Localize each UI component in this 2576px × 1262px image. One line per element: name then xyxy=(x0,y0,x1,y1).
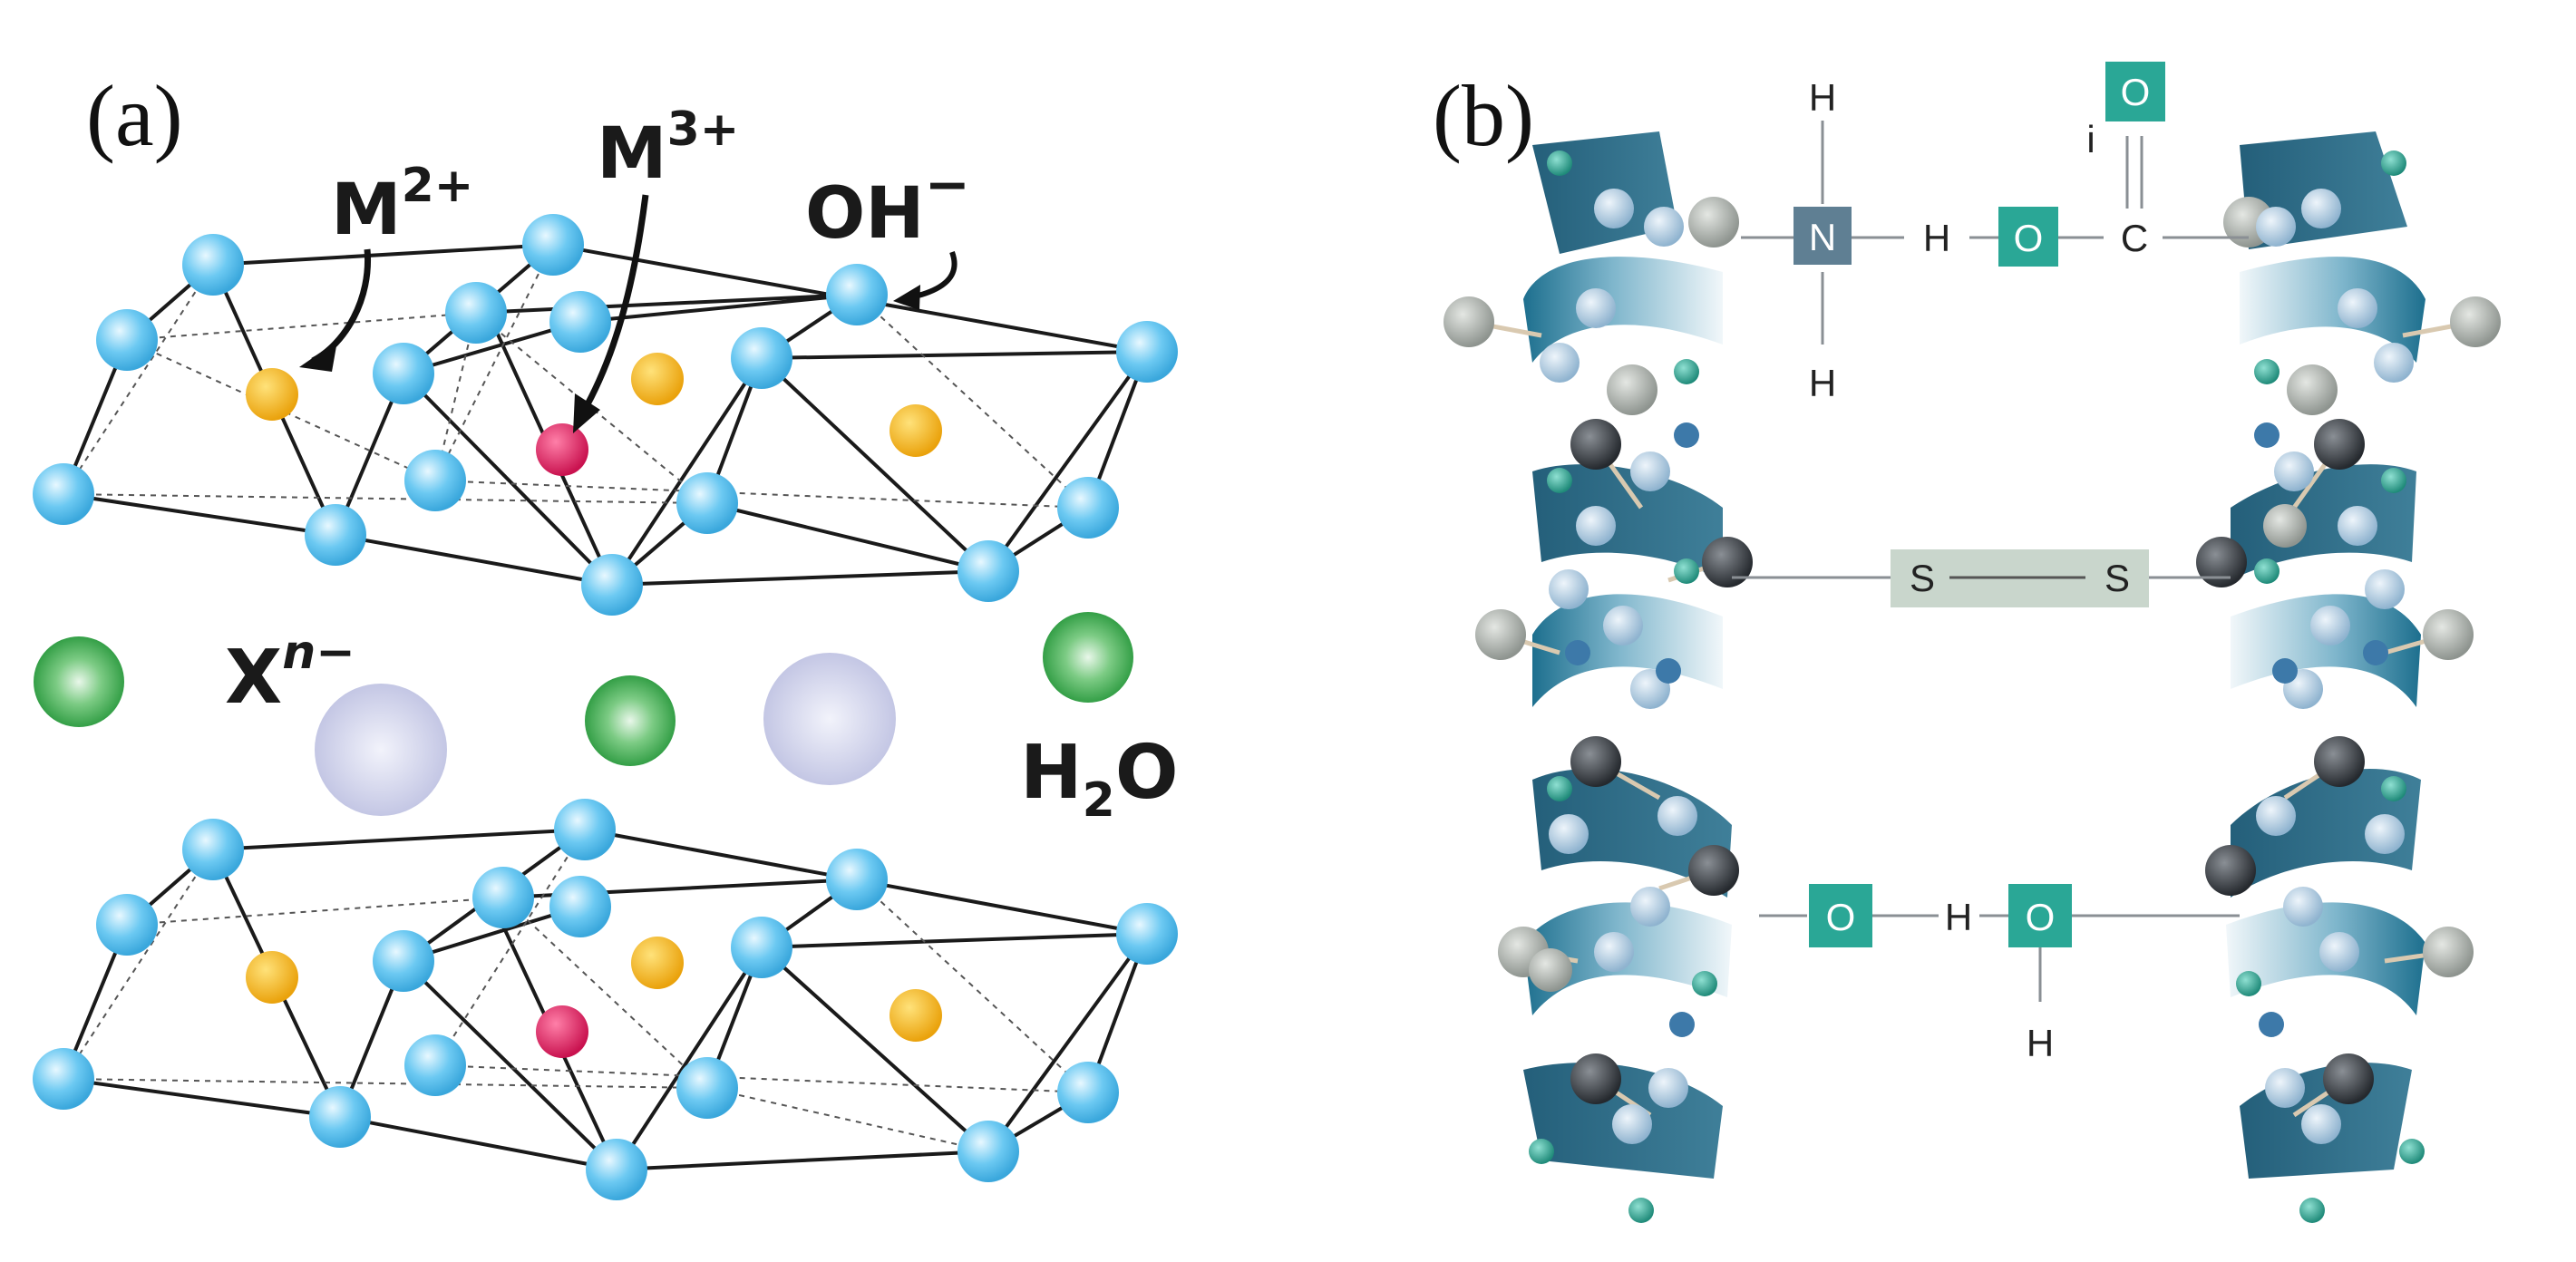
helix-right-ribbon-1 xyxy=(2240,257,2425,363)
label-interlayer-anion: Xn− xyxy=(225,626,355,721)
oxygen-label-top-1: O xyxy=(2014,217,2044,259)
x-superscript-italic-text: n xyxy=(282,626,316,680)
panel-b-letter: (b) xyxy=(1433,67,1534,164)
helix-left-ribbon-1 xyxy=(1523,257,1723,363)
m3-base-text: M xyxy=(597,113,667,195)
helix-right xyxy=(2196,131,2501,1223)
bottom-h-label: H xyxy=(2027,1022,2054,1064)
annotation-i-label: i xyxy=(2086,118,2095,160)
label-water: H2O xyxy=(1020,730,1179,828)
water-sphere xyxy=(585,675,676,766)
oxygen-box-bottom-2 xyxy=(2008,884,2072,947)
hydroxide-layer-top xyxy=(33,214,1178,616)
svg-text:OH−: OH− xyxy=(805,153,970,255)
hydroxide-spheres-top xyxy=(33,214,1178,616)
panel-a-letter: (a) xyxy=(86,67,183,164)
x-base-text: X xyxy=(225,635,282,721)
top-h-label-2: H xyxy=(1809,362,1836,404)
octahedra-hidden-edges-bottom xyxy=(63,829,1089,1152)
helix-right-atoms xyxy=(2283,319,2476,1118)
bottom-h-label-mid: H xyxy=(1945,896,1972,938)
disulfide-bridge: S S xyxy=(1732,549,2231,607)
m2-base-text: M xyxy=(331,170,402,251)
helix-left xyxy=(1444,131,1753,1223)
anion-sphere xyxy=(315,684,447,816)
interlayer xyxy=(34,612,1133,816)
svg-text:H2O: H2O xyxy=(1020,730,1179,828)
divalent-cations-top xyxy=(246,353,942,457)
water-sphere xyxy=(34,636,124,727)
arrow-to-trivalent xyxy=(579,194,649,414)
svg-text:M2+: M2+ xyxy=(331,159,473,251)
arrowhead-trivalent xyxy=(573,393,600,433)
top-h-label-mid: H xyxy=(1923,217,1950,259)
top-bond-motif: H N H O C O i H xyxy=(1741,62,2249,404)
helix-right-spheres xyxy=(2196,150,2501,1223)
helix-right-back-ribbon-2 xyxy=(2231,464,2416,580)
arrow-to-hydroxide xyxy=(910,250,957,300)
trivalent-cations-top xyxy=(536,423,588,476)
octahedra-edges-bottom xyxy=(62,828,1149,1171)
label-trivalent-metal: M3+ xyxy=(573,102,739,433)
panel-a: (a) xyxy=(33,67,1179,1200)
svg-text:Xn−: Xn− xyxy=(225,626,355,721)
hydroxide-layer-bottom xyxy=(33,799,1178,1200)
helix-left-spheres xyxy=(1444,150,1753,1223)
h2o-subscript-text: 2 xyxy=(1083,773,1115,828)
m2-superscript-text: 2+ xyxy=(402,159,474,213)
octahedra-hidden-edges-top xyxy=(63,244,1089,509)
nitrogen-box xyxy=(1793,207,1852,265)
h2o-o-text: O xyxy=(1115,730,1179,816)
oxygen-label-bottom-1: O xyxy=(1826,896,1856,938)
oxygen-label-bottom-2: O xyxy=(2026,896,2056,938)
trivalent-cations-bottom xyxy=(536,1005,588,1058)
helix-left-ribbon-2 xyxy=(1532,594,1723,707)
arrowhead-divalent xyxy=(299,341,337,372)
anion-sphere xyxy=(763,653,896,785)
oh-base-text: OH xyxy=(805,173,925,255)
helix-right-ribbon-2 xyxy=(2231,594,2421,707)
svg-text:M3+: M3+ xyxy=(597,102,739,195)
carbon-label: C xyxy=(2121,217,2148,259)
oxygen-box-bottom-1 xyxy=(1809,884,1872,947)
h2o-h-text: H xyxy=(1020,730,1083,816)
arrowhead-hydroxide xyxy=(893,285,920,310)
water-sphere xyxy=(1043,612,1133,703)
label-hydroxide: OH− xyxy=(805,153,970,310)
label-divalent-metal: M2+ xyxy=(299,159,473,372)
oxygen-label-top-2: O xyxy=(2121,71,2151,113)
helix-left-back-ribbon-2 xyxy=(1532,464,1723,580)
octahedra-edges-top xyxy=(62,243,1149,587)
hydroxide-spheres-bottom xyxy=(33,799,1178,1200)
arrow-to-divalent xyxy=(311,248,372,364)
divalent-cations-bottom xyxy=(246,937,942,1042)
oxygen-box-top-2 xyxy=(2105,62,2165,121)
bottom-bond-motif: O H O H xyxy=(1759,884,2240,1064)
x-superscript-text: − xyxy=(316,626,355,680)
nitrogen-label: N xyxy=(1809,216,1836,258)
oh-superscript-text: − xyxy=(925,153,970,217)
panel-b: (b) xyxy=(1433,62,2501,1223)
sulfur-label-1: S xyxy=(1910,557,1935,599)
sulfur-label-2: S xyxy=(2105,557,2130,599)
m3-superscript-text: 3+ xyxy=(667,102,740,157)
top-h-label-1: H xyxy=(1809,76,1836,119)
oxygen-box-top-1 xyxy=(1998,207,2058,267)
